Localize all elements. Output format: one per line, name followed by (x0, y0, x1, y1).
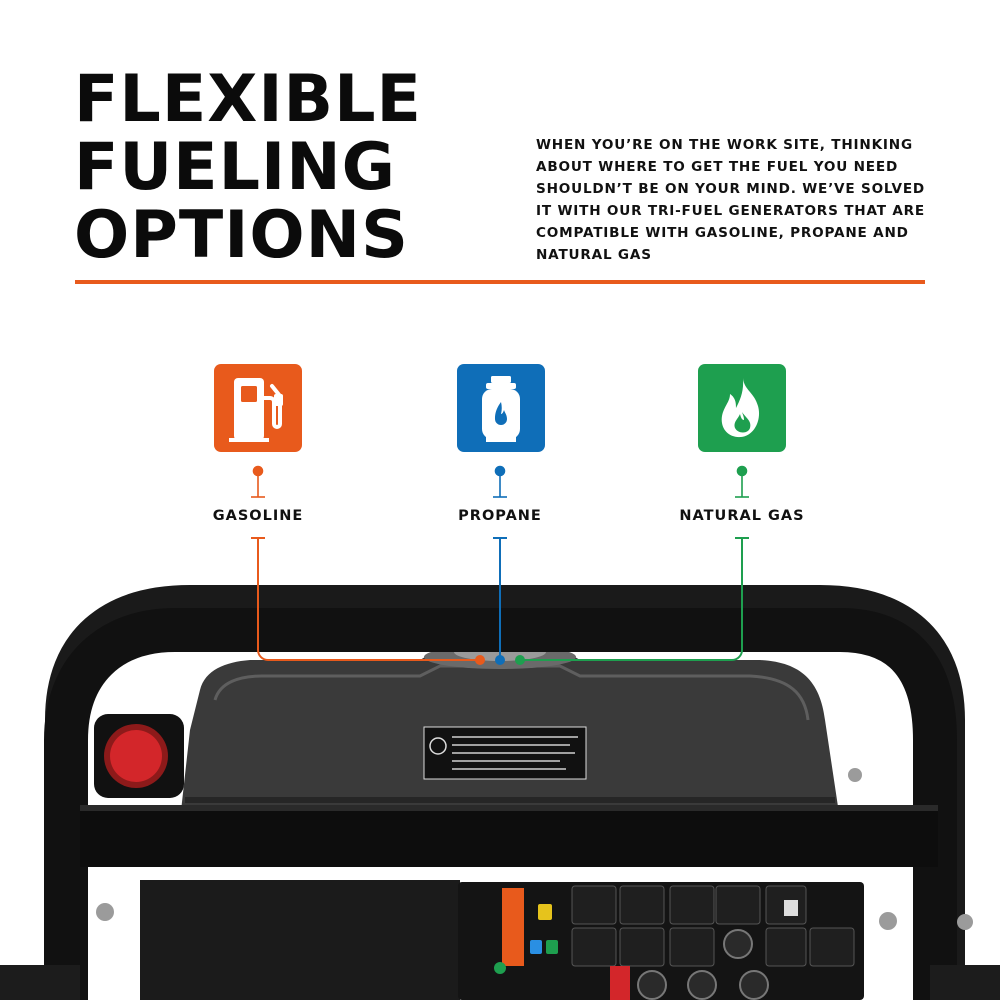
headline: FLEXIBLE FUELING OPTIONS (74, 66, 422, 270)
connector-pins (251, 465, 749, 498)
fuel-label-propane: PROPANE (458, 508, 542, 524)
accent-divider (75, 280, 925, 284)
description-text: WHEN YOU’RE ON THE WORK SITE, THINKING A… (536, 137, 926, 263)
propane-tank-icon (457, 364, 545, 452)
control-panel (458, 882, 864, 1000)
fuel-label-natural-gas: NATURAL GAS (679, 508, 805, 524)
fuel-label-gasoline: GASOLINE (212, 508, 304, 524)
flame-icon (698, 364, 786, 452)
headline-line-3: OPTIONS (74, 198, 409, 273)
primer-bulb (110, 730, 162, 782)
warning-sticker (423, 726, 587, 780)
fuel-pump-icon (214, 364, 302, 452)
headline-line-1: FLEXIBLE (74, 62, 422, 137)
headline-line-2: FUELING (74, 130, 396, 205)
